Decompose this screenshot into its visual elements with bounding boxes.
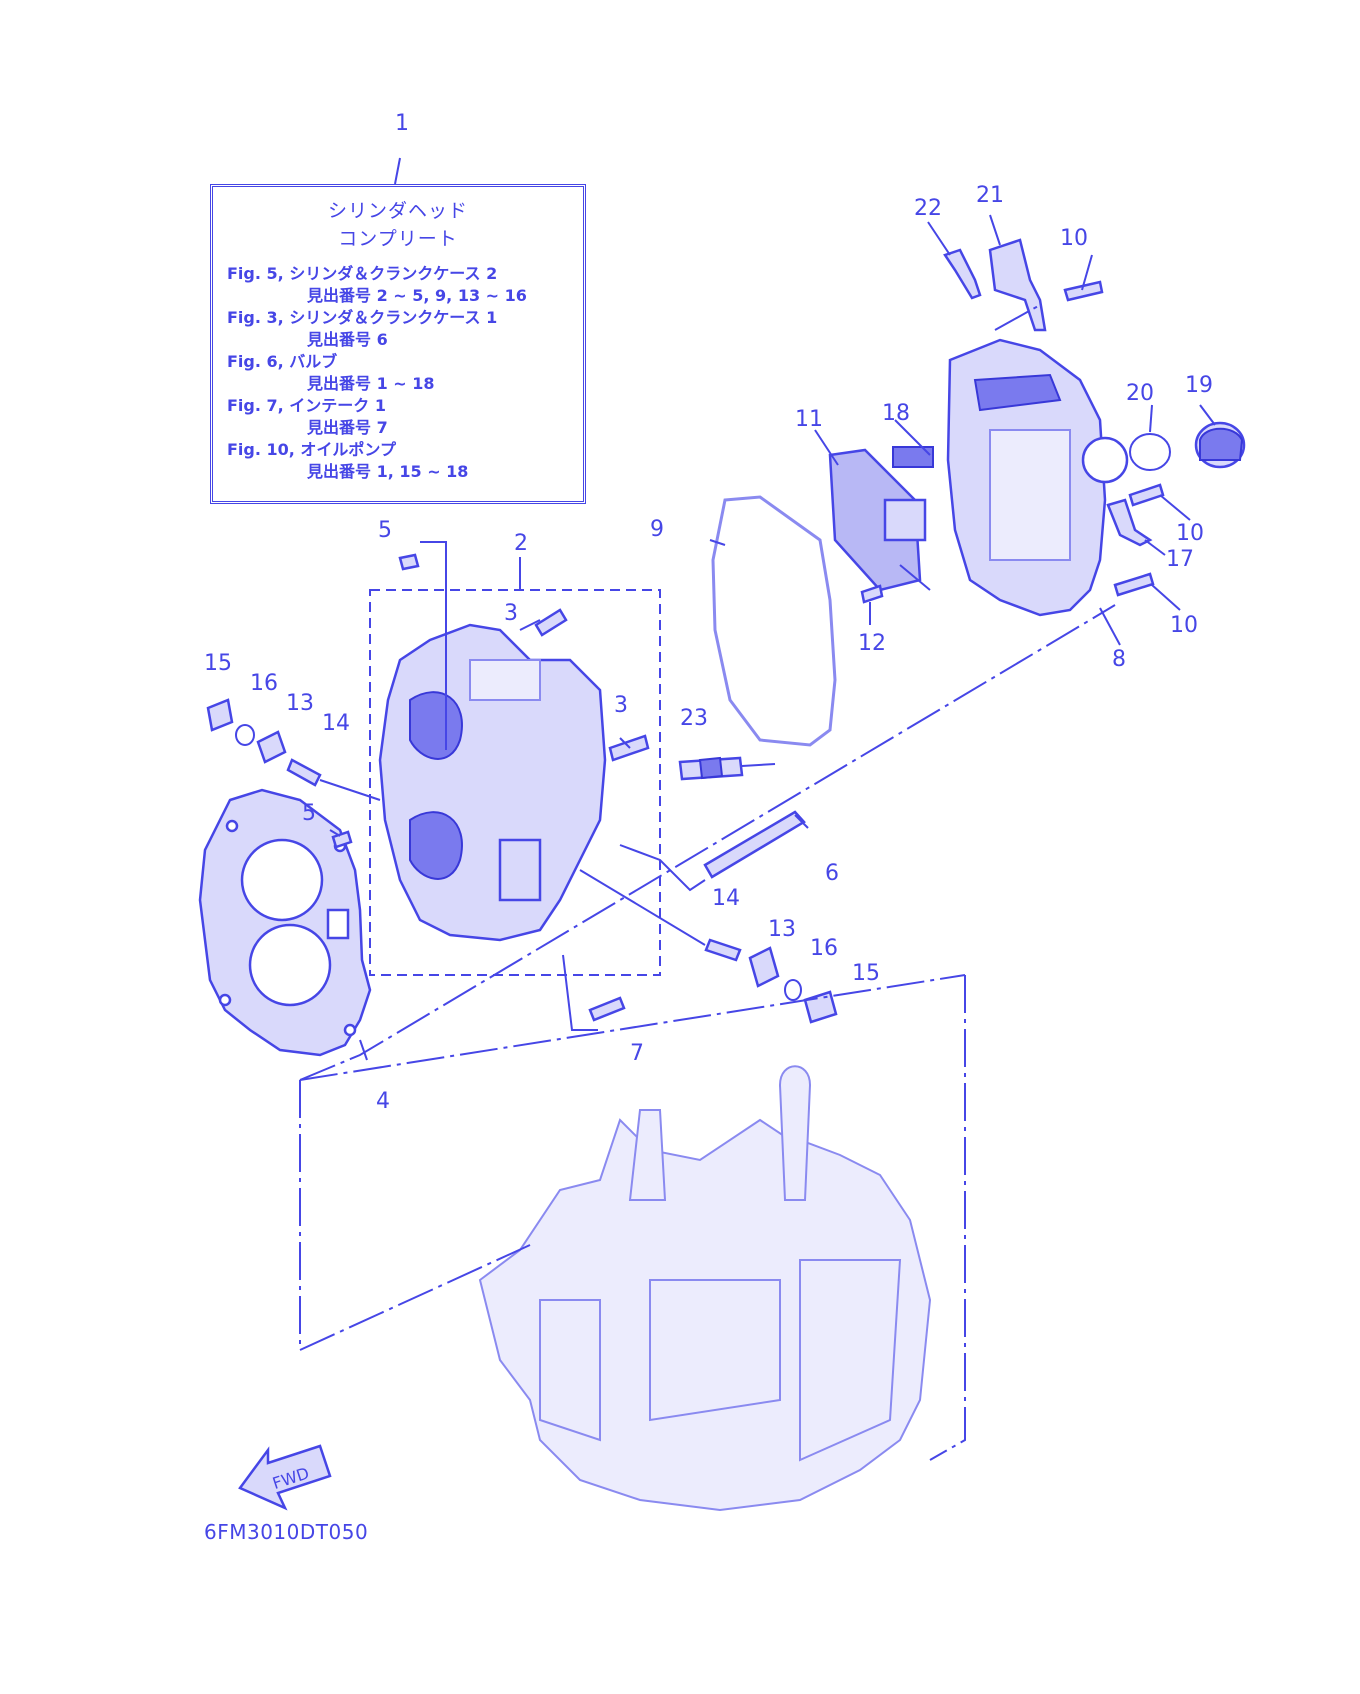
callout-10-bottom: 10 [1170, 613, 1198, 638]
callout-13-right: 13 [768, 917, 796, 942]
callout-17: 17 [1166, 547, 1194, 572]
callout-6: 6 [825, 861, 839, 886]
callout-11: 11 [795, 407, 823, 432]
callout-20: 20 [1126, 381, 1154, 406]
callout-15-right: 15 [852, 961, 880, 986]
box-title-line1: シリンダヘッド [327, 200, 468, 222]
part-14-pin-right [704, 938, 742, 962]
callout-10-middle: 10 [1176, 521, 1204, 546]
callout-1: 1 [395, 111, 409, 136]
part-7-bolt [588, 996, 626, 1022]
part-3-dowel-upper [534, 608, 568, 637]
cover-gasket-part-9 [711, 495, 837, 747]
part-6-bolt [703, 810, 806, 879]
ref-fig: Fig. 3, シリンダ＆クランクケース 1 [227, 308, 498, 327]
part-21-bracket [988, 238, 1047, 332]
callout-5-upper: 5 [378, 518, 392, 543]
part-12-screw [860, 584, 884, 604]
part-22-clip [943, 248, 982, 300]
callout-16-left: 16 [250, 671, 278, 696]
part-5-dowel-upper [398, 553, 420, 571]
part-23-spark-plug [678, 756, 776, 781]
callout-3-lower: 3 [614, 693, 628, 718]
part-16-ring-left [235, 724, 255, 746]
callout-15-left: 15 [204, 651, 232, 676]
callout-10-top: 10 [1060, 226, 1088, 251]
callout-5-lower: 5 [302, 801, 316, 826]
part-16-ring-right [784, 979, 802, 1001]
callout-21: 21 [976, 183, 1004, 208]
ref-fig: Fig. 6, バルブ [227, 352, 338, 371]
leader-lines [299, 157, 1216, 1461]
part-18-shape [892, 446, 934, 468]
drawing-code: 6FM3010DT050 [204, 1520, 369, 1544]
ref-fig: Fig. 7, インテーク 1 [227, 396, 387, 415]
reference-list: Fig. 5, シリンダ＆クランクケース 2 見出番号 2 ~ 5, 9, 13… [227, 263, 569, 483]
part-17-clip [1106, 498, 1153, 547]
callout-2: 2 [514, 531, 528, 556]
part-13-sleeve-left [256, 730, 287, 764]
callout-8: 8 [1112, 647, 1126, 672]
part-15-plug-left [206, 698, 234, 732]
part-10-bolts [1063, 280, 1165, 597]
part-15-plug-right [803, 990, 838, 1024]
box-title-line2: コンプリート [338, 228, 458, 250]
callout-7: 7 [630, 1041, 644, 1066]
part-20-oring [1129, 433, 1171, 471]
callout-14-left: 14 [322, 711, 350, 736]
part-13-sleeve-right [748, 946, 780, 988]
assembly-bracket-2 [369, 589, 661, 976]
callout-22: 22 [914, 196, 942, 221]
ref-fig: Fig. 5, シリンダ＆クランクケース 2 [227, 264, 498, 283]
callout-4: 4 [376, 1089, 390, 1114]
callout-23: 23 [680, 706, 708, 731]
ref-items: 見出番号 6 [307, 330, 388, 349]
callout-19: 19 [1185, 373, 1213, 398]
fwd-arrow-icon: FWD [238, 1444, 332, 1511]
callout-13-left: 13 [286, 691, 314, 716]
part-5-dowel-lower [331, 830, 353, 849]
callout-14-right: 14 [712, 886, 740, 911]
reference-info-box: シリンダヘッド コンプリート Fig. 5, シリンダ＆クランクケース 2 見出… [210, 184, 586, 504]
head-cover-part-8 [946, 338, 1129, 617]
ref-items: 見出番号 1 ~ 18 [307, 374, 435, 393]
ref-items: 見出番号 7 [307, 418, 388, 437]
ref-fig: Fig. 10, オイルポンプ [227, 440, 396, 459]
callout-12: 12 [858, 631, 886, 656]
callout-labels: 1 2 3 3 4 5 5 6 7 8 9 10 10 10 11 12 13 … [204, 111, 1213, 1114]
callout-9: 9 [650, 517, 664, 542]
part-14-pin-left [286, 758, 322, 787]
callout-3-upper: 3 [504, 601, 518, 626]
callout-16-right: 16 [810, 936, 838, 961]
cylinder-head-part-2 [378, 623, 607, 942]
ref-items: 見出番号 2 ~ 5, 9, 13 ~ 16 [307, 286, 527, 305]
breather-plate-part-11 [828, 448, 927, 592]
small-parts [206, 238, 1246, 1024]
ref-items: 見出番号 1, 15 ~ 18 [307, 462, 469, 481]
crankcase-illustration [478, 1065, 932, 1512]
callout-18: 18 [882, 401, 910, 426]
head-gasket-part-4 [198, 788, 372, 1057]
